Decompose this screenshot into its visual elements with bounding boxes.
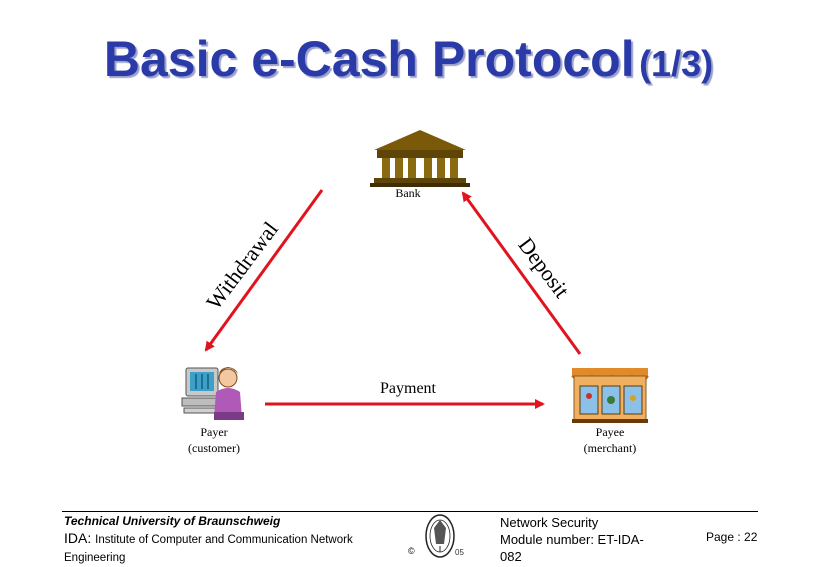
slide-title-part: (1/3) [639,43,714,84]
payee-label: Payee [596,425,625,439]
slide-title-heading: Basic e-Cash Protocol (1/3) [0,30,817,88]
payment-label: Payment [380,380,437,397]
footer-module-number: Module number: ET-IDA- [500,532,644,547]
bank-icon [370,130,470,187]
footer-university: Technical University of Braunschweig [64,514,281,528]
customer-computer-icon [181,367,244,420]
footer-institute: IDA: Institute of Computer and Communica… [64,530,404,566]
withdrawal-arrow [204,189,324,352]
footer-page-number: Page : 22 [706,530,758,544]
footer-copyright: © [408,546,415,556]
slide-title: Basic e-Cash Protocol [103,31,635,87]
footer-divider [62,511,758,512]
university-seal-icon [425,514,455,558]
footer-ida-name: Institute of Computer and Communication … [64,534,353,564]
deposit-arrow [461,191,582,355]
footer-course-title: Network Security [500,515,599,530]
shop-icon [571,368,649,423]
footer-ida-prefix: IDA: [64,530,92,546]
footer-year: 05 [455,548,464,557]
payer-sublabel: (customer) [188,441,240,455]
payer-label: Payer [200,425,227,439]
deposit-label: Deposit [513,233,574,303]
footer-module-number-cont: 082 [500,549,522,564]
footer-course-info: Network Security Module number: ET-IDA- … [500,514,680,565]
bank-label: Bank [395,186,420,200]
payee-sublabel: (merchant) [584,441,637,455]
